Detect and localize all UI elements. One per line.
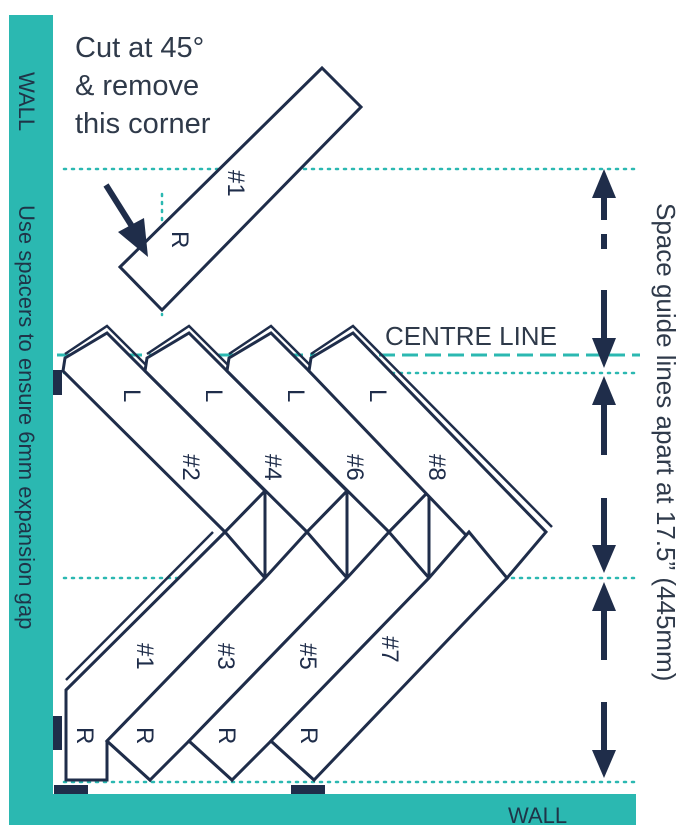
- plank-1-number: #1: [131, 643, 158, 670]
- plank-3-side: R: [131, 727, 158, 744]
- plank-8-side: L: [364, 389, 391, 402]
- plank-6-side: L: [282, 389, 309, 402]
- plank-2-side: L: [118, 389, 145, 402]
- plank-3-number: #3: [212, 643, 239, 670]
- bottom-wall-label: WALL: [508, 803, 567, 828]
- left-wall: [9, 15, 53, 825]
- plank-4-side: L: [200, 389, 227, 402]
- top-plank-side: R: [166, 231, 193, 248]
- plank-7-number: #7: [376, 636, 403, 663]
- guide-spacing-note: Space guide lines apart at 17.5” (445mm): [651, 203, 681, 681]
- double-arrow-vertical-icon: [592, 582, 616, 778]
- callout-line-2: & remove: [75, 70, 199, 102]
- plank-column-4: L #8: [307, 324, 553, 581]
- spacer-bottom-left: [54, 785, 88, 794]
- plank-7-side: R: [295, 727, 322, 744]
- plank-8-number: #8: [423, 454, 450, 481]
- spacer-note: Use spacers to ensure 6mm expansion gap: [14, 205, 39, 629]
- callout-line-1: Cut at 45°: [75, 32, 204, 64]
- top-cut-plank: #1 R: [117, 65, 364, 313]
- bottom-wall: [9, 794, 636, 825]
- arrow-down-right-icon: [103, 183, 148, 257]
- callout-line-3: this corner: [75, 108, 211, 140]
- top-plank-number: #1: [222, 170, 249, 197]
- double-arrow-vertical-icon: [592, 169, 616, 368]
- spacer-left-top: [53, 370, 62, 395]
- spacer-bottom-right: [291, 785, 325, 794]
- plank-1-side: R: [71, 727, 98, 744]
- plank-5-number: #5: [294, 643, 321, 670]
- plank-2-number: #2: [177, 454, 204, 481]
- double-arrow-vertical-icon: [592, 376, 616, 573]
- left-wall-label: WALL: [14, 72, 39, 131]
- plank-6-number: #6: [341, 454, 368, 481]
- centre-line-label: CENTRE LINE: [385, 321, 557, 351]
- plank-lower-7: #7 R: [268, 529, 510, 783]
- plank-5-side: R: [213, 727, 240, 744]
- plank-4-number: #4: [259, 454, 286, 481]
- spacer-left-bottom: [53, 716, 62, 750]
